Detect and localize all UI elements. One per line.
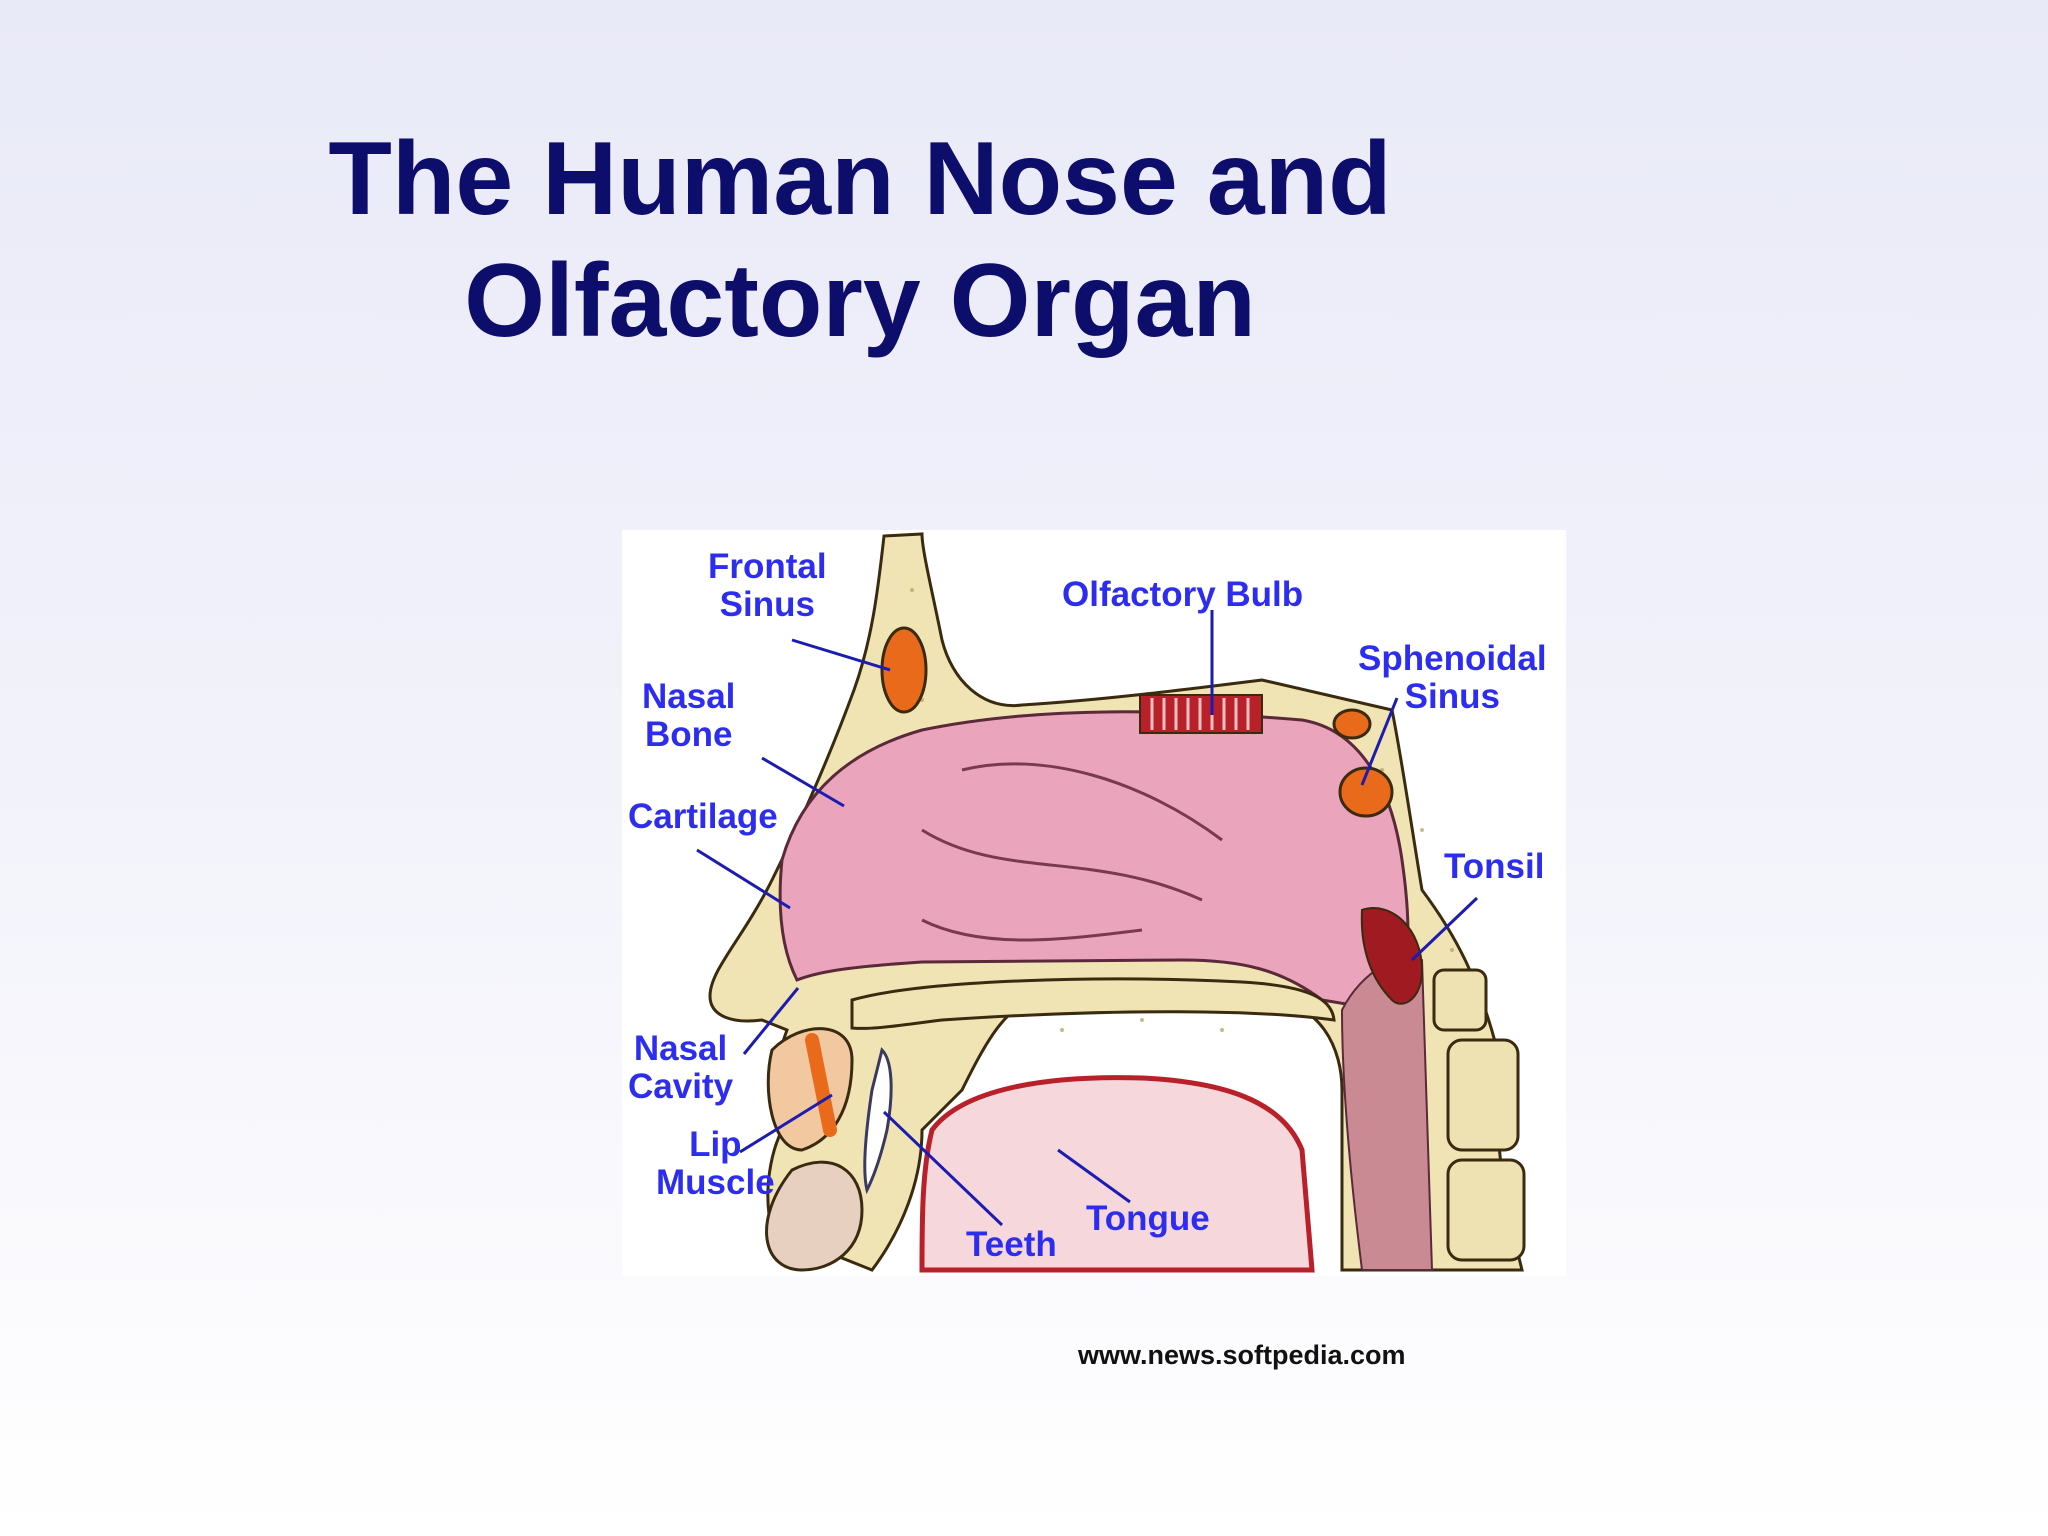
leader-frontal-sinus (791, 638, 891, 672)
source-credit: www.news.softpedia.com (1078, 1340, 1406, 1370)
label-nasal-cavity-line-2: Cavity (628, 1067, 734, 1106)
leader-tongue (1057, 1148, 1131, 1204)
label-tongue: Tongue (1086, 1199, 1210, 1238)
lower-lip (765, 1160, 864, 1272)
label-frontal-sinus-line-2: Sinus (719, 585, 815, 624)
frontal-sinus-cavity (880, 626, 928, 714)
hard-palate (850, 977, 1336, 1030)
sphenoidal-sinus-bottom (1338, 766, 1394, 818)
leader-lines (696, 610, 1479, 1227)
leader-nasal-bone (761, 756, 845, 808)
leader-sphenoidal-sinus (1360, 697, 1399, 786)
label-lip-muscle-line-2: Muscle (656, 1163, 775, 1202)
label-teeth: Teeth (966, 1225, 1057, 1264)
label-nasal-bone: Nasal Bone (642, 678, 735, 754)
leader-nasal-cavity (742, 987, 800, 1055)
label-nasal-bone-line-2: Bone (644, 715, 733, 754)
sphenoidal-sinus-top (1332, 708, 1372, 740)
label-sphenoidal-sinus-line-1: Sphenoidal (1358, 639, 1547, 678)
label-nasal-cavity: Nasal Cavity (628, 1030, 733, 1106)
leader-cartilage (696, 848, 791, 910)
title-line-1: The Human Nose and (328, 121, 1392, 237)
turbinate-upper (961, 762, 1223, 842)
label-frontal-sinus: Frontal Sinus (708, 548, 827, 624)
tonsil-tissue (1360, 907, 1424, 1005)
nasal-cavity-region (778, 710, 1410, 1012)
leader-tonsil (1410, 896, 1479, 962)
label-tonsil: Tonsil (1444, 847, 1545, 886)
lip-muscle-fibres (805, 1033, 837, 1137)
turbinate-lower (921, 918, 1143, 942)
pharynx (1340, 956, 1434, 1271)
label-olfactory-bulb: Olfactory Bulb (1062, 575, 1304, 614)
title-line-2: Olfactory Organ (464, 243, 1256, 359)
label-lip-muscle: Lip Muscle (656, 1126, 775, 1202)
label-sphenoidal-sinus: Sphenoidal Sinus (1358, 640, 1547, 716)
label-cartilage: Cartilage (628, 797, 778, 836)
olfactory-bulb-shape (1139, 694, 1263, 734)
label-lip-muscle-line-1: Lip (689, 1125, 742, 1164)
leader-lip-muscle (739, 1093, 833, 1154)
tongue-shape (919, 1075, 1315, 1273)
slide-title: The Human Nose and Olfactory Organ (230, 118, 1490, 362)
label-nasal-cavity-line-1: Nasal (633, 1029, 728, 1068)
nose-anatomy-diagram: Frontal Sinus Olfactory Bulb Sphenoidal … (622, 530, 1566, 1276)
label-frontal-sinus-line-1: Frontal (708, 547, 827, 586)
leader-teeth (882, 1110, 1004, 1227)
nose-anatomy-illustration (696, 532, 1526, 1273)
label-nasal-bone-line-1: Nasal (642, 677, 736, 716)
turbinate-middle (921, 828, 1203, 902)
label-sphenoidal-sinus-line-2: Sinus (1404, 677, 1500, 716)
front-teeth (863, 1047, 893, 1195)
cervical-vertebrae (1432, 968, 1526, 1262)
